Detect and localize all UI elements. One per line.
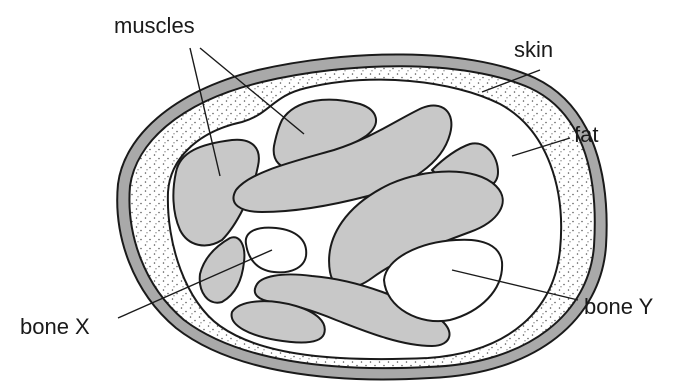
skin-label: skin — [514, 37, 553, 62]
muscles-label: muscles — [114, 13, 195, 38]
bone-y-label: bone Y — [584, 294, 654, 319]
fat-label: fat — [574, 122, 598, 147]
bone-x-label: bone X — [20, 314, 90, 339]
